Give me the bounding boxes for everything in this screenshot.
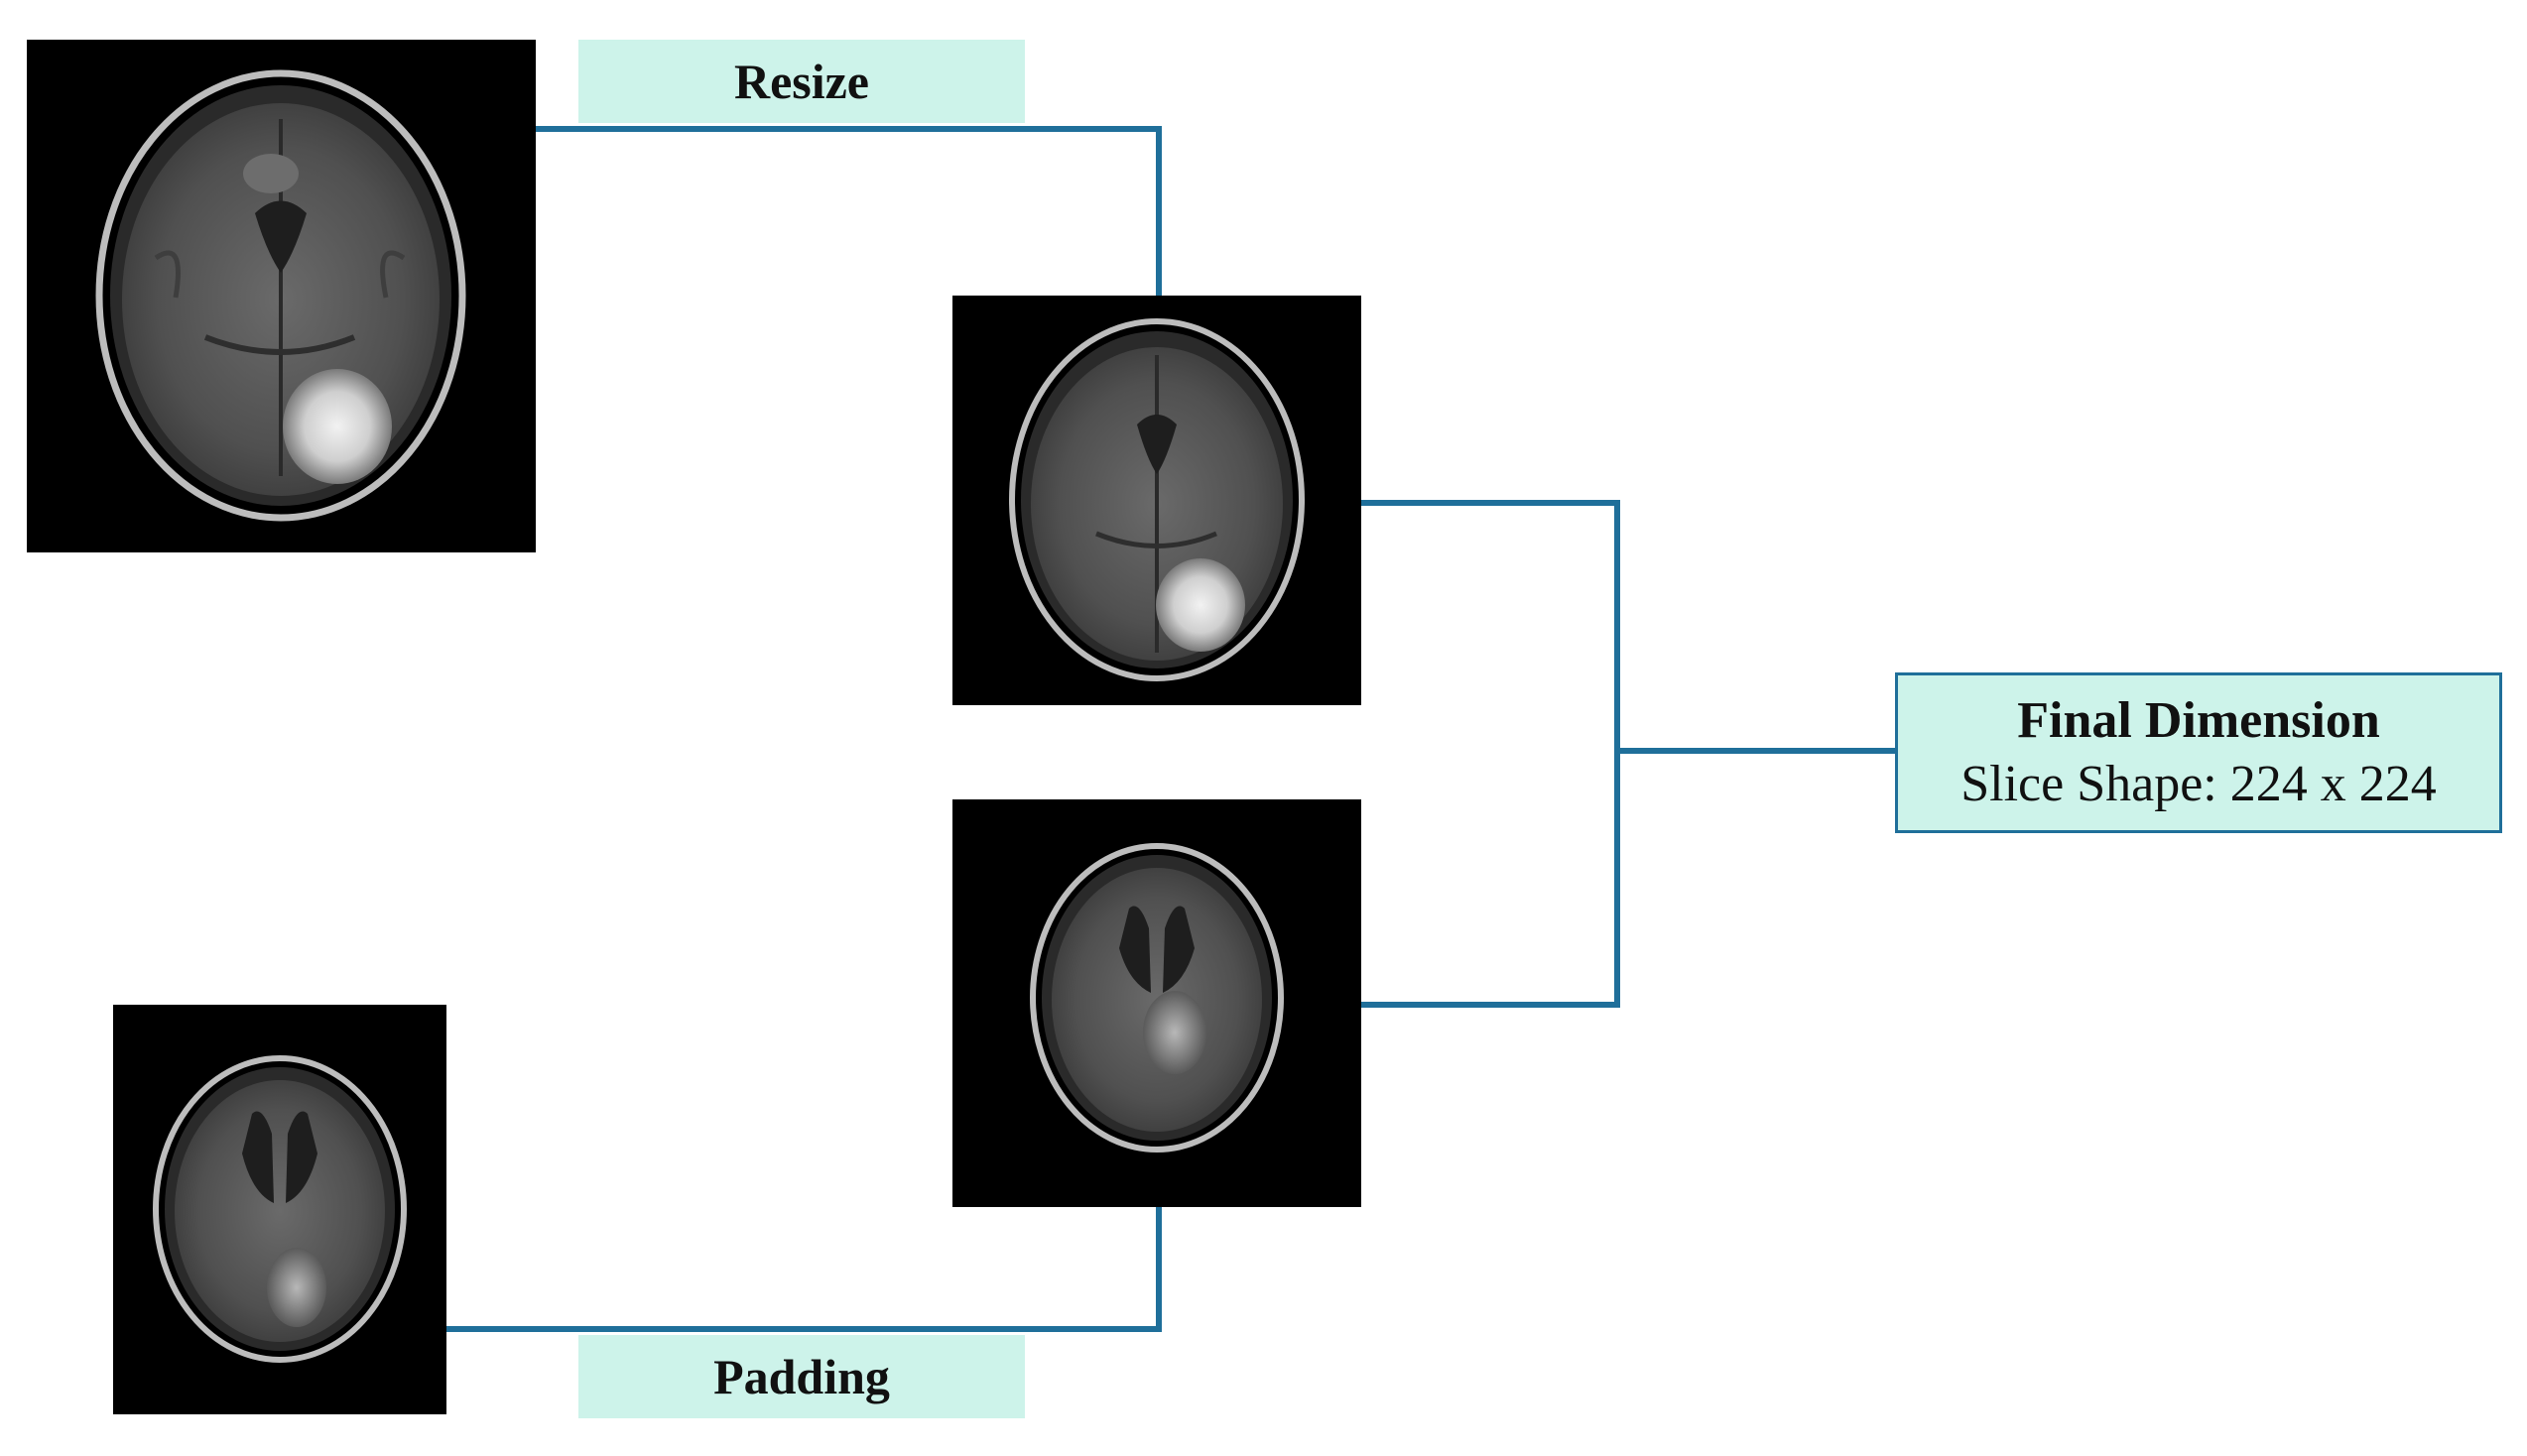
final-dimension-title: Final Dimension <box>2017 692 2380 749</box>
slice-shape-text: Slice Shape: 224 x 224 <box>1960 756 2437 812</box>
connector-lines <box>446 126 1895 1332</box>
final-dimension-box: Final Dimension Slice Shape: 224 x 224 <box>1895 672 2502 833</box>
original-large-mri-image <box>27 40 536 552</box>
padding-label-text: Padding <box>713 1349 890 1404</box>
resize-connector <box>536 126 1162 296</box>
padding-label: Padding <box>578 1335 1025 1418</box>
resized-to-merge-connector <box>1361 500 1620 1008</box>
resize-label-text: Resize <box>733 54 870 109</box>
original-small-mri-image <box>113 1005 446 1414</box>
padding-connector <box>446 1207 1162 1332</box>
padded-mri-image <box>952 799 1361 1207</box>
resized-mri-image <box>952 296 1361 705</box>
resize-label: Resize <box>578 40 1025 123</box>
